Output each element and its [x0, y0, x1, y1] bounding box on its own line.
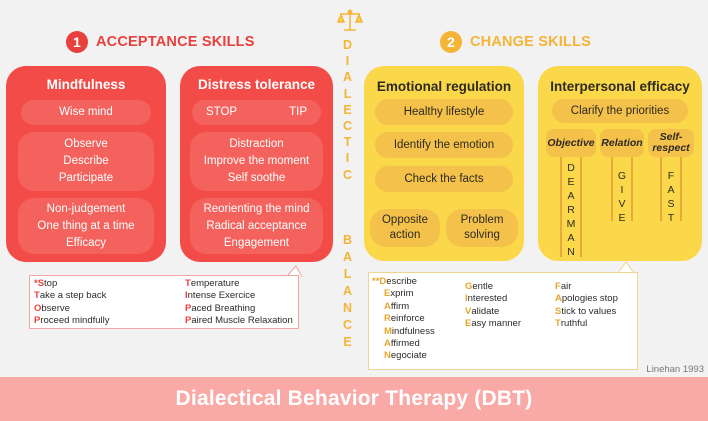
acceptance-heading: 1 ACCEPTANCE SKILLS [66, 31, 255, 53]
mindfulness-card: Mindfulness Wise mind Observe Describe P… [6, 66, 166, 262]
fast-acronym: Fair Apologies stop Stick to values Trut… [555, 281, 618, 330]
interpersonal-efficacy-title: Interpersonal efficacy [550, 79, 690, 94]
opposite-action-pill: Opposite action [370, 209, 440, 247]
stop-tip-acronym-box: *Stop Take a step back Observe Proceed m… [29, 275, 299, 329]
self-respect-tag: Self- respect [648, 129, 694, 157]
footer-banner: Dialectical Behavior Therapy (DBT) [0, 377, 708, 421]
give-acronym: Gentle Interested Validate Easy manner [465, 281, 521, 330]
stop-label: STOP [206, 106, 238, 118]
observe-pill: Observe Describe Participate [18, 132, 154, 191]
mindfulness-title: Mindfulness [46, 77, 126, 92]
citation: Linehan 1993 [646, 364, 704, 375]
change-acronym-box: **Describe Exprim Affirm Reinforce Mindf… [368, 272, 638, 370]
distress-tolerance-title: Distress tolerance [197, 77, 316, 92]
change-heading-label: CHANGE SKILLS [470, 34, 592, 50]
stop-tip-pill: STOP TIP [192, 100, 321, 125]
change-heading: 2 CHANGE SKILLS [440, 31, 591, 53]
emotional-regulation-card: Emotional regulation Healthy lifestyle I… [364, 66, 524, 261]
change-callout-pointer [617, 261, 635, 274]
emotional-regulation-title: Emotional regulation [376, 79, 512, 94]
acceptance-callout-pointer [285, 265, 303, 278]
wise-mind-pill: Wise mind [21, 100, 151, 125]
stop-acronym: *Stop Take a step back Observe Proceed m… [34, 278, 110, 327]
balance-scale-icon [336, 9, 364, 31]
tip-acronym: Temperature Intense Exercice Paced Breat… [185, 278, 293, 327]
distress-tolerance-card: Distress tolerance STOP TIP Distraction … [180, 66, 333, 262]
number-two-badge: 2 [440, 31, 462, 53]
relation-tag: Relation [600, 129, 644, 157]
number-one-badge: 1 [66, 31, 88, 53]
distraction-pill: Distraction Improve the moment Self soot… [190, 132, 323, 191]
reorienting-pill: Reorienting the mind Radical acceptance … [190, 198, 323, 254]
clarify-priorities-pill: Clarify the priorities [552, 99, 688, 123]
problem-solving-pill: Problem solving [446, 209, 518, 247]
tip-label: TIP [289, 106, 307, 118]
healthy-lifestyle-pill: Healthy lifestyle [375, 99, 513, 125]
non-judgement-pill: Non-judgement One thing at a time Effica… [18, 198, 154, 254]
identify-emotion-pill: Identify the emotion [375, 132, 513, 158]
footer-title: Dialectical Behavior Therapy (DBT) [175, 387, 533, 410]
check-facts-pill: Check the facts [375, 166, 513, 192]
objective-tag: Objective [546, 129, 596, 157]
dearman-acronym: **Describe Exprim Affirm Reinforce Mindf… [372, 276, 435, 362]
interpersonal-efficacy-card: Interpersonal efficacy Clarify the prior… [538, 66, 702, 261]
acceptance-heading-label: ACCEPTANCE SKILLS [96, 34, 255, 50]
